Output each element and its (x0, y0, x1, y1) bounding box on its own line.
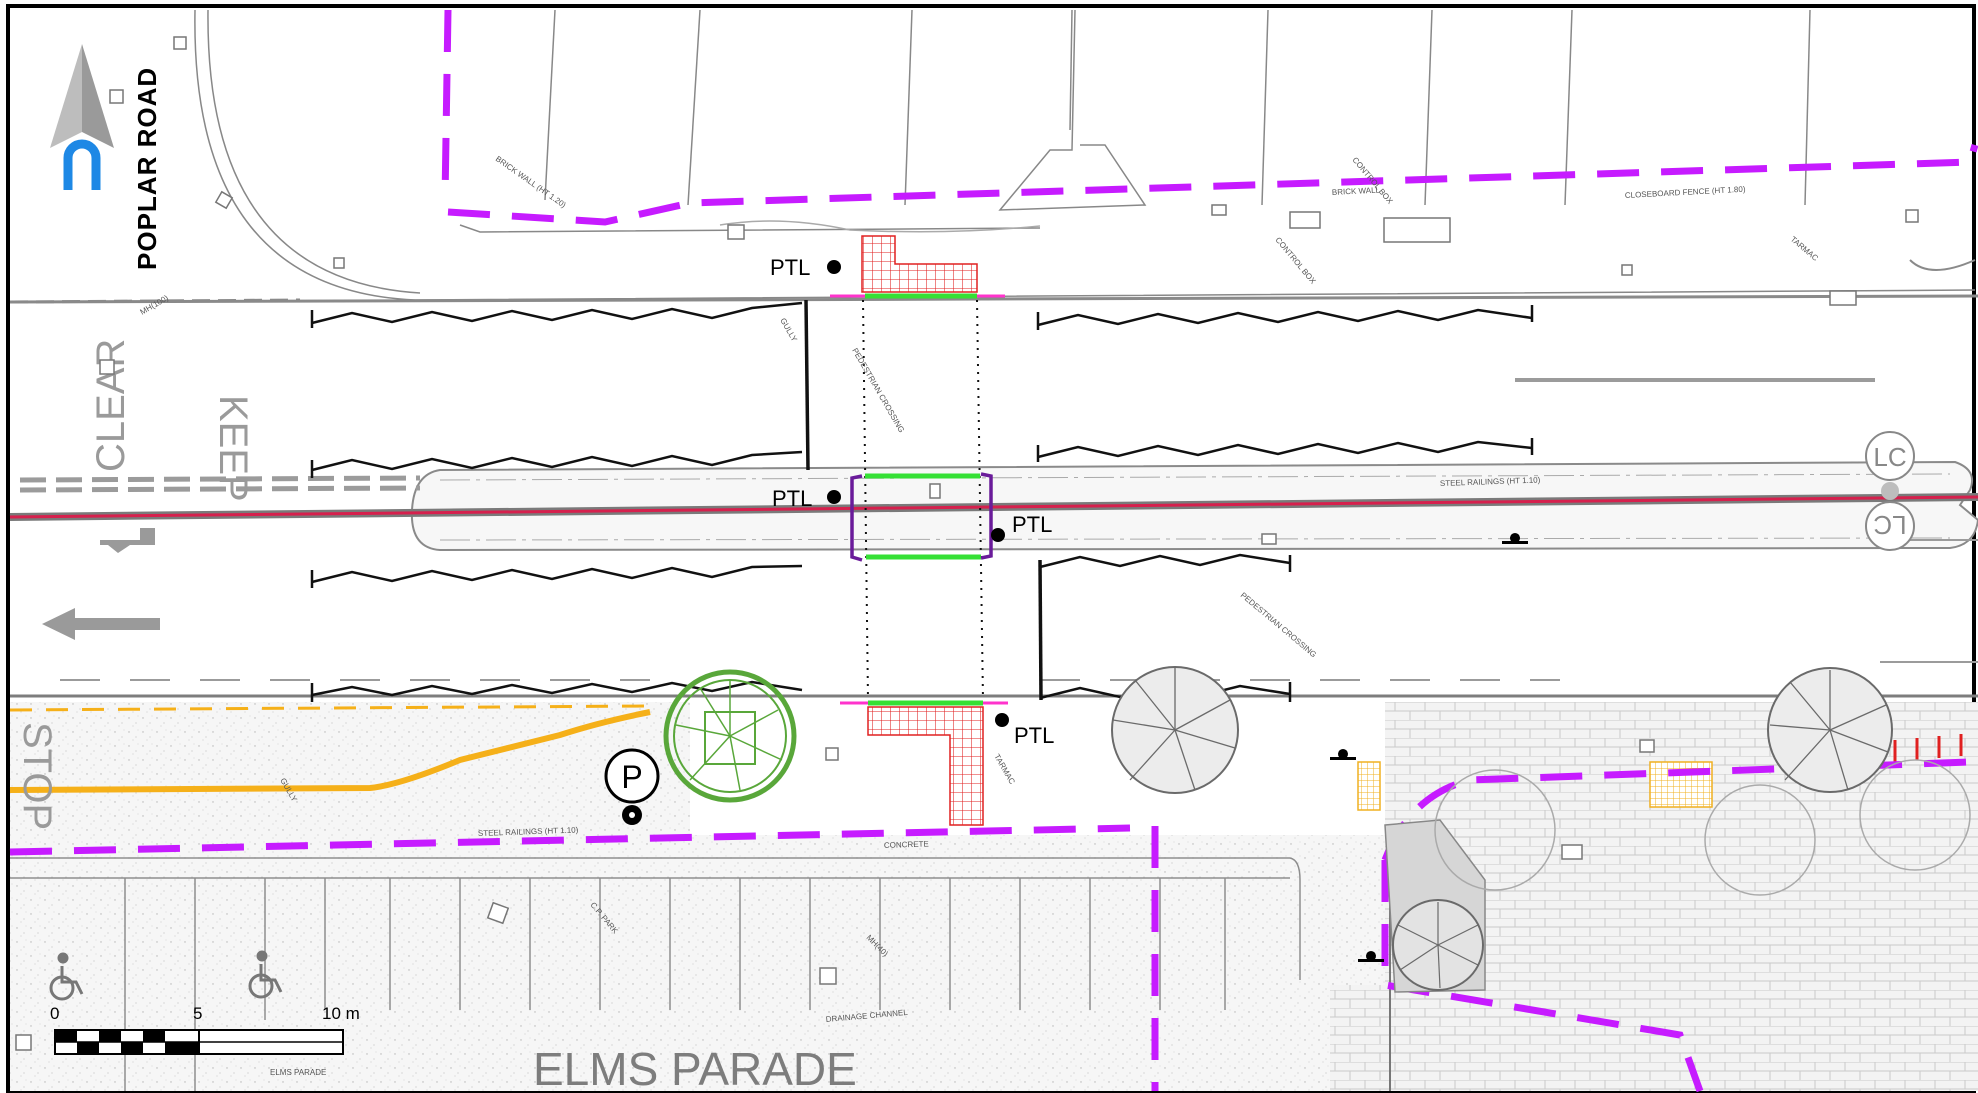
svg-text:10 m: 10 m (322, 1004, 360, 1023)
parking-sign-icon: P (604, 748, 660, 825)
tree-icon (1392, 899, 1484, 991)
road-arrows (42, 528, 160, 640)
ptl-marker: PTL (991, 512, 1052, 542)
wheelchair-icon (49, 952, 84, 1001)
road-marking-keep: KEEP (211, 395, 255, 502)
tree-icon (663, 669, 797, 803)
tree-icon (1111, 666, 1239, 794)
tree-icon (1767, 667, 1893, 793)
svg-text:LC: LC (1873, 442, 1906, 472)
road-marking-clear: CLEAR (89, 339, 133, 472)
svg-text:0: 0 (50, 1004, 59, 1023)
north-arrow-icon (50, 44, 114, 190)
svg-text:PTL: PTL (1014, 723, 1054, 748)
svg-text:ELMS PARADE: ELMS PARADE (270, 1068, 326, 1077)
tactile-paving (861, 235, 1963, 826)
lighting-column: LC (1865, 431, 1915, 481)
dropped-kerb-line (9, 709, 651, 793)
svg-text:LC: LC (1873, 510, 1906, 540)
svg-text:BRICK WALL: BRICK WALL (1332, 185, 1381, 197)
car-park-bays (10, 857, 1301, 1091)
scale-bar: 0 5 10 m (50, 1004, 360, 1055)
ptl-marker: PTL (770, 255, 841, 280)
south-footway (10, 702, 1978, 1091)
ptl-marker: PTL (995, 713, 1054, 748)
svg-text:PTL: PTL (772, 486, 812, 511)
street-light-icon (1502, 533, 1528, 544)
svg-text:STEEL RAILINGS (HT 1.10): STEEL RAILINGS (HT 1.10) (478, 825, 579, 838)
zigzag-markings (310, 299, 1534, 702)
tree-canopy-outlines (1434, 759, 1971, 896)
survey-features (15, 36, 1919, 1051)
svg-text:PTL: PTL (1012, 512, 1052, 537)
pedestrian-crossing (830, 293, 1008, 706)
ptl-marker: PTL (772, 486, 841, 511)
centre-line (9, 493, 1978, 521)
kerbs (9, 259, 1978, 698)
svg-text:CONCRETE: CONCRETE (884, 839, 929, 850)
svg-text:5: 5 (193, 1004, 202, 1023)
street-name-label: ELMS PARADE (533, 1043, 857, 1093)
wheelchair-icon (248, 950, 283, 999)
street-light-icon (1358, 951, 1384, 962)
svg-text:PTL: PTL (770, 255, 810, 280)
svg-text:STEEL RAILINGS (HT 1.10): STEEL RAILINGS (HT 1.10) (1440, 475, 1541, 488)
lighting-column: LC (1865, 501, 1915, 551)
bollard-icon (1881, 482, 1899, 500)
svg-text:P: P (621, 759, 642, 795)
street-light-icon (1330, 748, 1356, 760)
north-properties (194, 9, 1976, 301)
road-name-label: POPLAR ROAD (132, 67, 162, 270)
lane-markings (19, 378, 1978, 681)
road-marking-stop: STOP (15, 722, 59, 830)
